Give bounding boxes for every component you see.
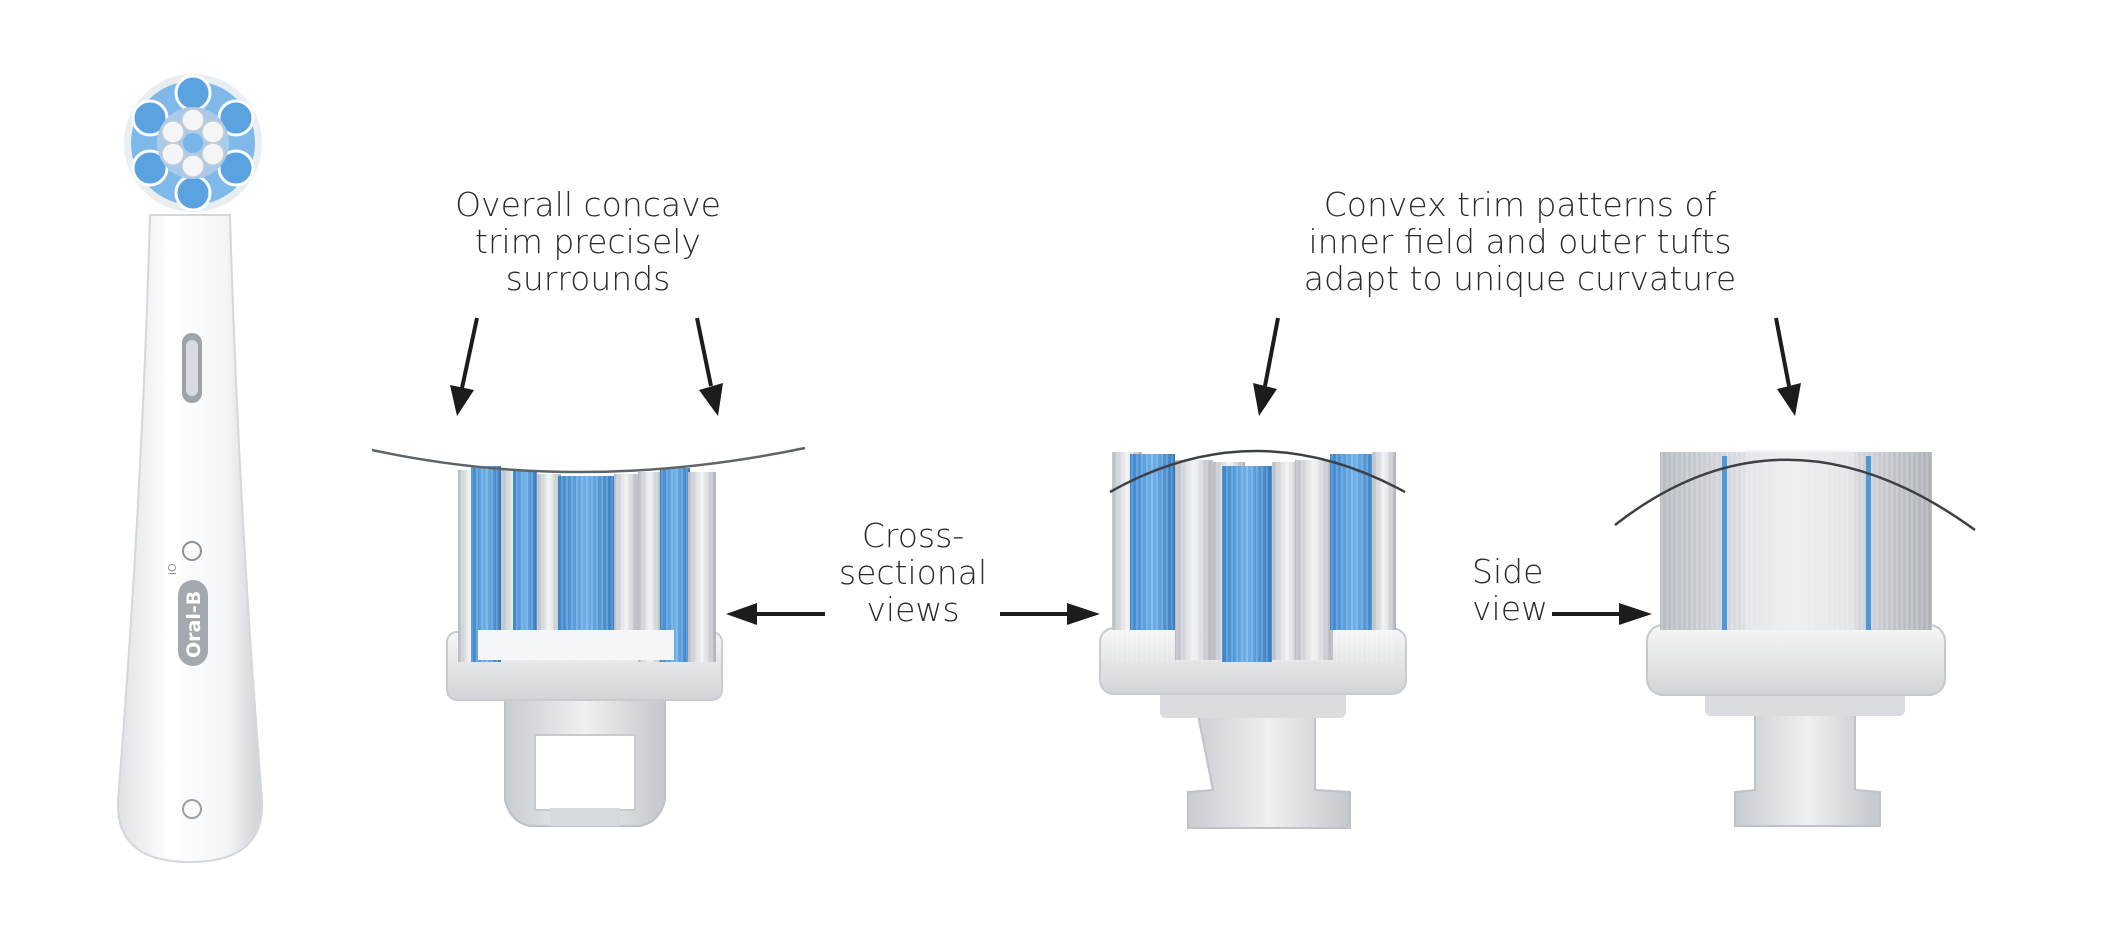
convex-trim-line-1: [1109, 449, 1406, 494]
callout-concave-line-1: Overall concave: [455, 185, 721, 224]
callout-cross-section: Cross- sectional views: [818, 517, 1008, 628]
arrow-cross-left: [726, 603, 825, 625]
arrow-convex-right: [1774, 317, 1801, 416]
callout-convex-line-1: Convex trim patterns of: [1323, 185, 1717, 224]
arrow-concave-right: [695, 317, 723, 416]
callout-convex: Convex trim patterns of inner field and …: [1270, 186, 1770, 297]
callout-convex-line-3: adapt to unique curvature: [1303, 259, 1737, 298]
convex-trim-line-2: [1614, 458, 1976, 532]
callout-side-line-2: view: [1472, 589, 1548, 628]
callout-concave: Overall concave trim precisely surrounds: [420, 186, 756, 297]
svg-text:iO: iO: [166, 563, 179, 575]
brand-logo: [178, 580, 208, 666]
callout-concave-line-3: surrounds: [505, 259, 671, 298]
arrow-concave-left: [450, 317, 479, 416]
round-bristle-head: [124, 74, 262, 212]
callout-concave-line-2: trim precisely: [475, 222, 701, 261]
brand-logo-text: Oral-B: [183, 591, 205, 658]
cross-section-convex: [1099, 449, 1407, 829]
concave-trim-line: [371, 446, 806, 474]
callout-side-view: Side view: [1472, 553, 1582, 627]
arrow-cross-right: [1000, 603, 1100, 625]
callout-cross-line-1: Cross-: [861, 516, 965, 555]
side-view: [1614, 450, 1976, 827]
handle-dot: [182, 799, 202, 819]
callout-cross-line-2: sectional: [838, 553, 988, 592]
callout-convex-line-2: inner field and outer tufts: [1308, 222, 1732, 261]
arrow-convex-left: [1253, 317, 1280, 416]
callout-cross-line-3: views: [866, 590, 960, 629]
arrow-side: [1552, 603, 1652, 625]
brush-head-photo: iO Oral-B: [116, 74, 264, 863]
callout-side-line-1: Side: [1472, 552, 1544, 591]
cross-section-concave: [371, 446, 806, 827]
arrows: [450, 317, 1801, 625]
